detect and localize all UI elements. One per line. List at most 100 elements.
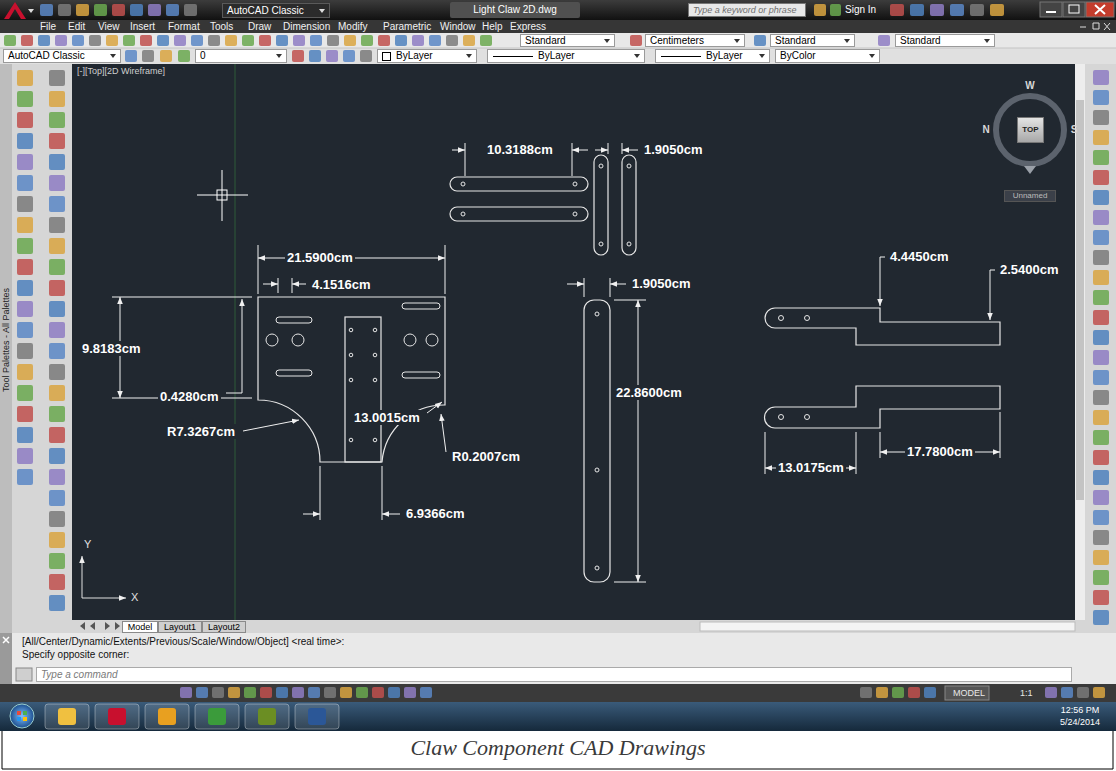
toolbar-icon	[754, 35, 766, 46]
toolbar-icon	[49, 217, 65, 233]
slot	[402, 303, 440, 309]
leader-line	[226, 299, 242, 393]
toolbar-icon	[17, 469, 33, 485]
toolbar-icon	[17, 175, 33, 191]
standard-toolbar	[0, 33, 1116, 48]
extension-line	[880, 412, 1000, 458]
lineweight-dropdown: ByLayer	[655, 49, 770, 63]
maximize-glyph	[1069, 5, 1079, 13]
node-text: 0	[200, 50, 206, 61]
toolbar-icon	[4, 35, 16, 46]
toolbar-icon	[463, 35, 475, 46]
toolbar-icon	[180, 687, 192, 698]
start-flag	[23, 717, 27, 721]
taskbar-button	[145, 704, 189, 729]
toolbar-icon	[130, 4, 143, 16]
toolbar-icon	[420, 687, 432, 698]
hole	[461, 212, 465, 216]
minimize-glyph	[1046, 11, 1056, 13]
palette-title: Tool Palettes - All Palettes	[1, 288, 12, 392]
toolbar-icon	[276, 35, 288, 46]
toolbar-icon	[1093, 270, 1109, 285]
dimension-arrow	[572, 150, 588, 151]
command-icon	[16, 668, 32, 681]
start-flag	[23, 711, 27, 715]
claw-finger	[765, 386, 1001, 428]
clock-time: 12:56 PM	[1061, 705, 1100, 716]
scroll-thumb	[1076, 100, 1084, 500]
toolbar-icon	[630, 35, 642, 46]
claw-finger	[765, 308, 1000, 345]
toolbar-icon	[112, 4, 125, 16]
taskbar-app-icon	[308, 708, 326, 725]
toolbar-icon	[49, 385, 65, 401]
toolbar-icon	[878, 35, 890, 46]
hole	[573, 182, 577, 186]
toolbar-icon	[1093, 110, 1109, 125]
toolbar-icon	[17, 154, 33, 170]
hole	[805, 415, 810, 420]
menu-item: File	[40, 21, 56, 33]
hole	[373, 378, 377, 382]
ucs-axis	[82, 598, 126, 599]
node-text: Type a command	[41, 669, 118, 680]
menu-bar	[0, 20, 1116, 33]
axis-label: Y	[84, 538, 91, 551]
toolbar-icon	[908, 687, 920, 698]
search-box: Type a keyword or phrase	[688, 3, 806, 17]
right-panel	[1085, 64, 1116, 633]
toolbar-icon	[1093, 90, 1109, 105]
file-name-box	[450, 2, 580, 18]
node-text: Standard	[525, 35, 566, 46]
toolbar-icon	[1093, 550, 1109, 565]
toolbar-icon	[49, 574, 65, 590]
toolbar-icon	[324, 687, 336, 698]
model-space	[72, 64, 1075, 620]
toolbar-icon	[1093, 330, 1109, 345]
sign-in-link: Sign In	[845, 4, 876, 16]
toolbar-icon	[17, 133, 33, 149]
taskbar-app-icon	[158, 708, 176, 725]
toolbar-icon	[1093, 290, 1109, 305]
dimension-arrow	[263, 284, 278, 285]
menu-item: Modify	[338, 21, 367, 33]
leader-line	[427, 402, 442, 413]
menu-item: Format	[168, 21, 200, 33]
toolbar-icon	[148, 4, 161, 16]
toolbar-icon	[930, 4, 944, 16]
tab-nav-arrows	[80, 622, 120, 630]
horizontal-scrollbar	[700, 622, 1075, 631]
extension-line	[258, 245, 445, 294]
workspace-dropdown: AutoCAD Classic	[3, 49, 121, 63]
taskbar-app-icon	[258, 708, 276, 725]
toolbar-icon	[125, 50, 137, 62]
style-dropdown: Standard	[895, 34, 995, 47]
toolbar-icon	[184, 4, 197, 16]
pickbox	[217, 190, 227, 200]
dimension-text: R7.3267cm	[165, 424, 237, 439]
long-bar	[584, 300, 610, 582]
leader-line	[990, 270, 995, 320]
toolbar-icon	[1093, 390, 1109, 405]
toolbar-icon	[1093, 610, 1109, 625]
hole	[373, 328, 377, 332]
toolbar-icon	[49, 469, 65, 485]
toolbar-icon	[17, 301, 33, 317]
toolbar-icon	[49, 595, 65, 611]
layers-toolbar	[0, 48, 1116, 64]
toolbar-icon	[17, 406, 33, 422]
caption-ground	[0, 731, 1116, 771]
hole	[595, 312, 599, 316]
toolbar-icon	[208, 35, 220, 46]
dimension-text: 21.5900cm	[285, 250, 355, 265]
start-flag	[17, 717, 21, 721]
toolbar-icon	[94, 4, 107, 16]
node-text: Model	[128, 622, 153, 632]
dimension-text: 13.0175cm	[776, 460, 846, 475]
menu-item: Help	[482, 21, 503, 33]
toolbar-icon	[49, 343, 65, 359]
clock-date: 5/24/2014	[1060, 717, 1100, 728]
command-history: [All/Center/Dynamic/Extents/Previous/Sca…	[22, 636, 344, 648]
toolbar-icon	[910, 4, 924, 16]
